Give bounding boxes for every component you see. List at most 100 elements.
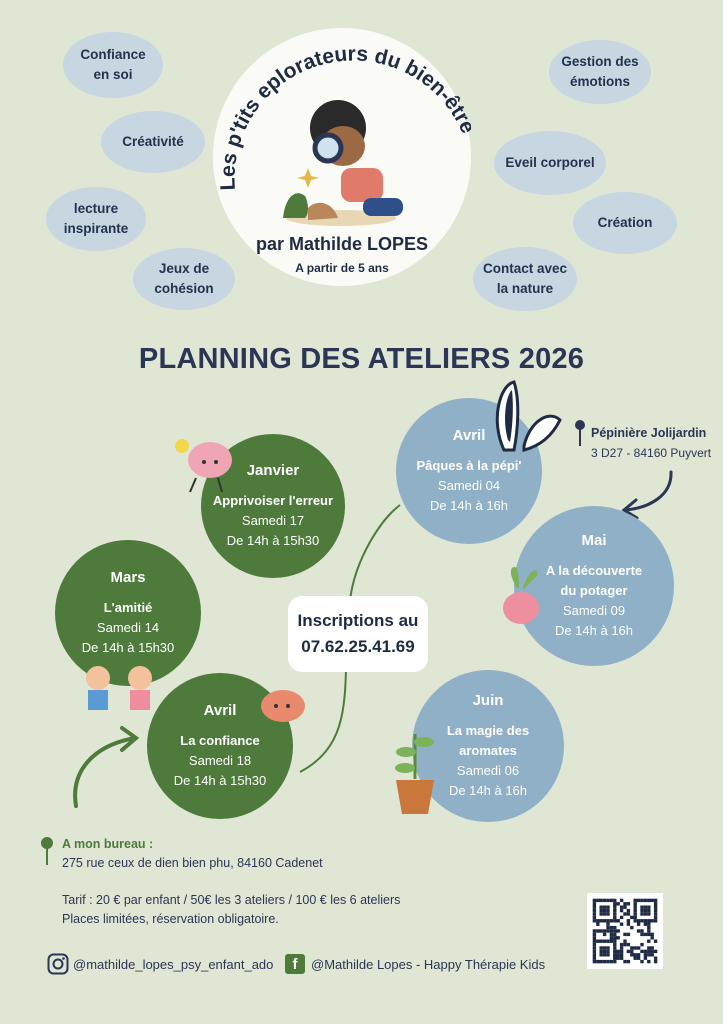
qr-module [599,919,603,923]
workshop-month: Avril [452,426,486,444]
qr-module [592,908,597,913]
qr-module [606,939,610,943]
qr-module [613,925,617,930]
qr-module [599,898,603,903]
qr-module [633,919,637,923]
qr-module [633,956,637,960]
qr-module [650,932,654,937]
theme-bubble: lecture inspirante [46,187,146,251]
qr-module [647,898,651,903]
theme-label: Jeux de cohésion [154,261,214,296]
qr-module [592,932,597,937]
qr-module [592,936,597,940]
qr-module [636,946,641,950]
booking-note: Places limitées, réservation obligatoire… [62,912,279,926]
instagram-handle[interactable]: @mathilde_lopes_psy_enfant_ado [73,957,274,972]
qr-module [640,949,644,954]
qr-module [609,932,614,937]
qr-module [636,922,641,926]
workshop-time: De 14h à 16h [448,782,528,798]
qr-module [619,949,624,954]
logo-author: par Mathilde LOPES [255,234,429,254]
plant-pot-icon [395,734,434,814]
qr-module [592,949,597,954]
workshop-date: Samedi 06 [456,762,520,778]
qr-module [647,953,651,957]
qr-module [602,898,607,903]
theme-bubble: Jeux de cohésion [133,248,235,310]
qr-module [653,949,658,954]
qr-code[interactable] [587,893,663,969]
qr-module [613,929,617,933]
qr-module [626,959,631,964]
qr-module [633,915,637,920]
qr-module [619,908,624,913]
qr-module [592,905,597,909]
theme-label: Contact avec la nature [482,261,568,296]
qr-module [647,925,651,930]
instagram-icon[interactable] [47,953,69,975]
qr-module [643,956,648,960]
qr-module [643,898,648,903]
workshop-time: De 14h à 16h [429,497,509,513]
qr-module [647,919,651,923]
workshop-theme: Apprivoiser l'erreur [212,492,334,508]
qr-module [596,929,600,933]
theme-label: lecture inspirante [63,201,129,236]
qr-module [626,932,631,937]
workshop-date: Samedi 09 [562,602,626,618]
qr-module [602,959,607,964]
workshop-time: De 14h à 15h30 [81,639,175,655]
qr-module [609,939,614,943]
qr-module [599,959,603,964]
qr-module [630,925,634,930]
qr-module [626,902,631,906]
page-title: PLANNING DES ATELIERS 2026 [138,343,585,375]
qr-module [599,905,603,909]
qr-module [653,902,658,906]
qr-module [606,949,610,954]
qr-module [653,959,658,964]
qr-module [609,919,614,923]
theme-label: Gestion des émotions [561,54,639,89]
workshop-time: De 14h à 15h30 [173,772,267,788]
workshop-month: Avril [203,701,237,719]
qr-module [613,936,617,940]
bunny-ears-icon [495,380,562,452]
qr-module [633,946,637,950]
location-pin-icon [575,420,585,446]
qr-code-pattern [592,898,658,964]
qr-module [653,956,658,960]
qr-module [592,898,597,903]
qr-module [640,908,644,913]
office-label: A mon bureau : [62,837,154,851]
workshop-date: Samedi 18 [188,752,252,768]
qr-module [623,939,627,943]
qr-module [606,946,610,950]
qr-module [643,932,648,937]
registration-label: Inscriptions au [297,611,419,630]
children-icon [86,666,152,710]
workshop-theme: La magie des [446,722,530,738]
qr-module [613,915,617,920]
qr-module [613,912,617,916]
qr-module [602,953,607,957]
registration-phone[interactable]: 07.62.25.41.69 [301,637,415,656]
facebook-icon[interactable]: f [285,954,305,974]
facebook-handle[interactable]: @Mathilde Lopes - Happy Thérapie Kids [311,957,546,972]
qr-module [647,922,651,926]
qr-module [606,912,610,916]
qr-module [633,898,637,903]
workshop-theme: du potager [560,582,628,598]
qr-module [626,912,631,916]
qr-module [616,949,620,954]
qr-module [650,946,654,950]
qr-module [592,915,597,920]
qr-module [602,919,607,923]
qr-module [592,919,597,923]
qr-module [606,908,610,913]
qr-module [619,953,624,957]
qr-module [626,942,631,947]
qr-module [602,946,607,950]
qr-module [619,898,624,903]
